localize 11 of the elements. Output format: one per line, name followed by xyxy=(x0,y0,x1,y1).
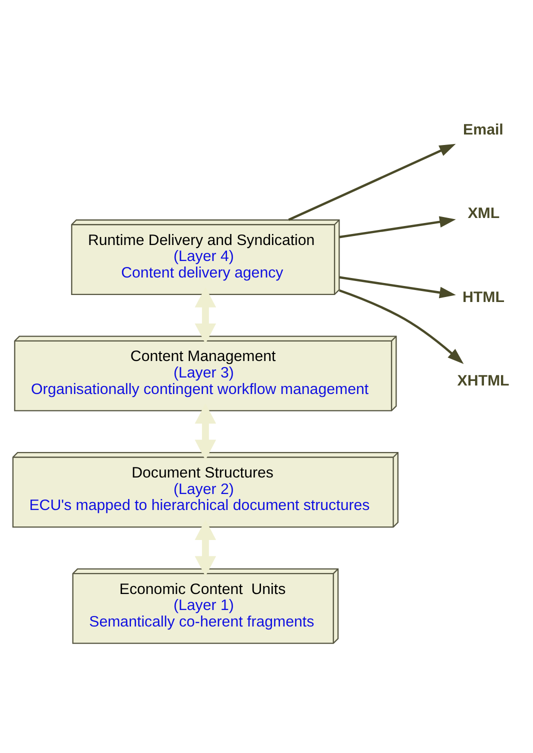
node-text: XML xyxy=(468,204,500,222)
arrow xyxy=(194,286,216,344)
arrow xyxy=(339,276,456,298)
node-text: XHTML xyxy=(457,372,510,390)
arrow xyxy=(194,402,216,460)
arrow xyxy=(288,143,456,220)
arrow xyxy=(194,519,216,576)
node-text: HTML xyxy=(462,288,504,306)
arrow xyxy=(339,288,464,364)
node-text: Email xyxy=(463,120,504,138)
arrow xyxy=(339,216,456,238)
